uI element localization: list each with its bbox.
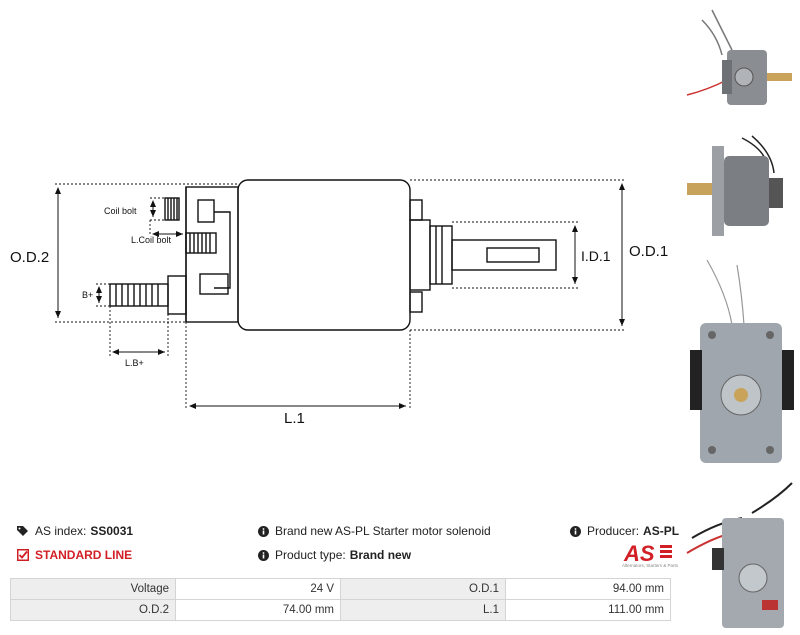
table-row: Voltage 24 V O.D.1 94.00 mm — [10, 578, 671, 600]
as-logo-tagline: Alternators, Starters & Parts — [622, 563, 679, 568]
spec-label: O.D.2 — [10, 599, 176, 621]
product-photo-4[interactable] — [682, 478, 800, 633]
l1-label: L.1 — [284, 410, 305, 427]
standard-line-row: STANDARD LINE — [16, 548, 132, 562]
product-photo-strip — [682, 0, 800, 635]
checkbox-checked-icon — [16, 548, 30, 562]
b-plus-label: B+ — [82, 290, 93, 300]
od1-label: O.D.1 — [629, 243, 668, 260]
id1-label: I.D.1 — [581, 248, 611, 264]
description-row: Brand new AS-PL Starter motor solenoid — [256, 524, 491, 538]
coil-bolt-label: Coil bolt — [104, 206, 137, 216]
info-icon — [256, 548, 270, 562]
as-logo: AS Alternators, Starters & Parts — [616, 540, 680, 570]
spec-label: Voltage — [10, 578, 176, 600]
product-photo-1[interactable] — [682, 5, 800, 125]
producer-label: Producer: — [587, 524, 640, 538]
technical-drawing: O.D.2 O.D.1 I.D.1 L.1 Coil bolt L.Coil b… — [10, 179, 668, 427]
producer-value: AS-PL — [643, 524, 680, 538]
product-type-row: Product type: Brand new — [256, 548, 411, 562]
spec-value: 94.00 mm — [505, 578, 671, 600]
dimension-arrows — [55, 183, 625, 409]
as-index-row: AS index: SS0031 — [16, 524, 133, 538]
solenoid-outline — [109, 179, 557, 331]
product-type-value: Brand new — [349, 548, 412, 562]
spec-value: 24 V — [175, 578, 341, 600]
product-type-label: Product type: — [275, 548, 346, 562]
spec-label: O.D.1 — [340, 578, 506, 600]
producer-row: Producer: AS-PL — [568, 524, 679, 538]
info-icon — [568, 524, 582, 538]
spec-value: 111.00 mm — [505, 599, 671, 621]
od2-label: O.D.2 — [10, 249, 49, 266]
as-index-label: AS index: — [35, 524, 87, 538]
product-photo-2[interactable] — [682, 128, 800, 248]
tag-icon — [16, 524, 30, 538]
as-index-value: SS0031 — [90, 524, 134, 538]
info-icon — [256, 524, 270, 538]
specs-table: Voltage 24 V O.D.1 94.00 mm O.D.2 74.00 … — [10, 578, 671, 621]
dimension-extension-lines — [55, 179, 625, 410]
product-photo-3[interactable] — [682, 255, 800, 465]
svg-text:AS: AS — [623, 541, 655, 564]
l-b-plus-label: L.B+ — [125, 358, 144, 368]
spec-label: L.1 — [340, 599, 506, 621]
standard-line-label: STANDARD LINE — [35, 548, 133, 562]
table-row: O.D.2 74.00 mm L.1 111.00 mm — [10, 599, 671, 621]
spec-value: 74.00 mm — [175, 599, 341, 621]
description-text: Brand new AS-PL Starter motor solenoid — [275, 524, 491, 538]
l-coil-bolt-label: L.Coil bolt — [131, 235, 172, 245]
